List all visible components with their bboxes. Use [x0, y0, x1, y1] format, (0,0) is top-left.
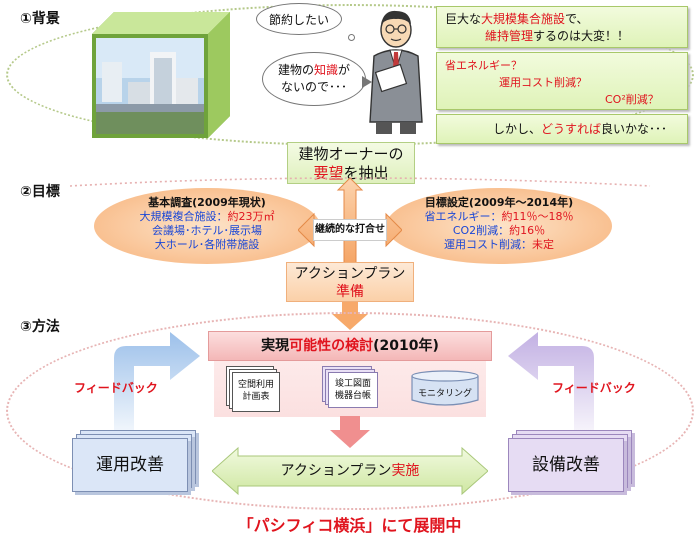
feedback-right-label: フィードバック — [552, 381, 636, 395]
feasibility-text-c: (2010年) — [373, 338, 439, 354]
thought-dot — [348, 34, 355, 41]
owner-line1: 建物オーナーの — [298, 145, 404, 163]
section-goal-label: ②目標 — [20, 184, 60, 200]
feedback-arrow-right — [508, 332, 594, 448]
target-energy-value: 約11％～18％ — [501, 210, 574, 223]
drawings-doc-label: 竣工図面機器台帳 — [328, 372, 378, 408]
drawings-doc-stack: 竣工図面機器台帳 — [322, 366, 380, 410]
feedback-left-label: フィードバック — [74, 381, 158, 395]
basic-survey-area-label: 大規模複合施設： — [139, 210, 228, 223]
monitoring-database — [411, 370, 479, 406]
space-plan-doc-stack: 空間利用計画表 — [226, 366, 282, 412]
operation-improvement-label: 運用改善 — [72, 438, 188, 492]
knowledge-word: 知識 — [313, 63, 338, 77]
target-co2-label: CO2削減： — [452, 224, 510, 237]
owner-request-box: 建物オーナーの 要望を抽出 — [287, 142, 415, 184]
target-co2-value: 約16％ — [509, 224, 546, 237]
target-energy-label: 省エネルギー： — [424, 210, 502, 223]
concern-text-2b: するのは大変！！ — [533, 29, 630, 43]
basic-survey-pill: 基本調査(2009年現状) 大規模複合施設：約23万㎡ 会議場･ホテル･展示場 … — [94, 188, 320, 264]
basic-survey-halls: 大ホール･各附帯施設 — [154, 238, 260, 251]
saving-text: 節約したい — [268, 12, 329, 27]
concern-howto-b: どうすれば — [541, 122, 602, 136]
no-knowledge-text-c: が — [338, 63, 351, 77]
monitoring-label: モニタリング — [417, 389, 472, 399]
down-arrow-2 — [330, 416, 370, 448]
action-prep-line2: 準備 — [336, 284, 364, 300]
method-oval — [6, 312, 694, 510]
target-setting-pill: 目標設定(2009年～2014年) 省エネルギー：約11％～18％ CO2削減：… — [386, 188, 612, 264]
feasibility-text-a: 実現 — [261, 338, 290, 354]
footer-caption: 「パシフィコ横浜」にて展開中 — [237, 516, 462, 535]
concern-text-2a: 維持管理 — [485, 29, 534, 43]
concern-text-1b: 大規模集合施設 — [481, 12, 566, 26]
target-cost-label: 運用コスト削減： — [444, 238, 532, 251]
concern-text-1a: 巨大な — [445, 12, 482, 26]
basic-survey-title: 基本調査(2009年現状) — [148, 196, 266, 209]
action-prep-line1: アクションプラン — [294, 266, 406, 282]
concern-box-large-facility: 巨大な大規模集合施設で、 維持管理するのは大変！！ — [436, 6, 688, 48]
concern-text-1c: で、 — [565, 12, 589, 26]
owner-line2b: を抽出 — [343, 164, 389, 182]
feedback-arrow-left — [114, 332, 200, 448]
section-background-label: ①背景 — [20, 11, 60, 27]
concern-howto-c: 良いかな･･･ — [601, 122, 668, 136]
operation-doc-stack: 運用改善 — [72, 430, 202, 494]
saving-thought-bubble: 節約したい — [256, 3, 342, 35]
space-plan-doc-label: 空間利用計画表 — [232, 372, 280, 412]
businessman-illustration — [369, 10, 423, 134]
consult-label: 継続的な打合せ — [315, 224, 385, 235]
implementation-text-b: 実施 — [391, 463, 420, 479]
bubble-tail — [362, 76, 372, 88]
equipment-improvement-label: 設備改善 — [508, 438, 624, 492]
concern-co2: CO²削減？ — [605, 93, 659, 106]
implementation-text-a: アクションプラン — [280, 463, 392, 479]
implementation-label: アクションプラン実施 — [240, 460, 460, 480]
equipment-doc-stack: 設備改善 — [508, 430, 638, 494]
target-cost-value: 未定 — [532, 238, 554, 251]
basic-survey-facilities: 会議場･ホテル･展示場 — [152, 224, 262, 237]
no-knowledge-bubble: 建物の知識が ないので･･･ — [262, 52, 366, 106]
concern-cost: 運用コスト削減？ — [499, 76, 587, 89]
section-method-label: ③方法 — [20, 319, 60, 335]
no-knowledge-text-a: 建物の — [277, 63, 314, 77]
action-plan-prep-box: アクションプラン 準備 — [286, 262, 414, 302]
consult-label-box: 継続的な打合せ — [313, 219, 387, 241]
basic-survey-area-value: 約23万㎡ — [227, 210, 275, 223]
feasibility-header: 実現可能性の検討(2010年) — [208, 331, 492, 361]
concern-energy: 省エネルギー？ — [445, 59, 522, 72]
building-photo — [92, 12, 230, 138]
implementation-double-arrow — [212, 446, 488, 496]
no-knowledge-text-d: ないので･･･ — [280, 80, 347, 94]
feasibility-text-b: 可能性の検討 — [289, 338, 374, 354]
target-title: 目標設定(2009年～2014年) — [424, 196, 574, 209]
concern-box-how: しかし、どうすれば良いかな･･･ — [436, 114, 688, 144]
goal-dotted-outline — [69, 177, 651, 187]
concern-box-metrics: 省エネルギー？ 運用コスト削減？ CO²削減？ — [436, 52, 688, 110]
concern-howto-a: しかし、 — [493, 122, 542, 136]
